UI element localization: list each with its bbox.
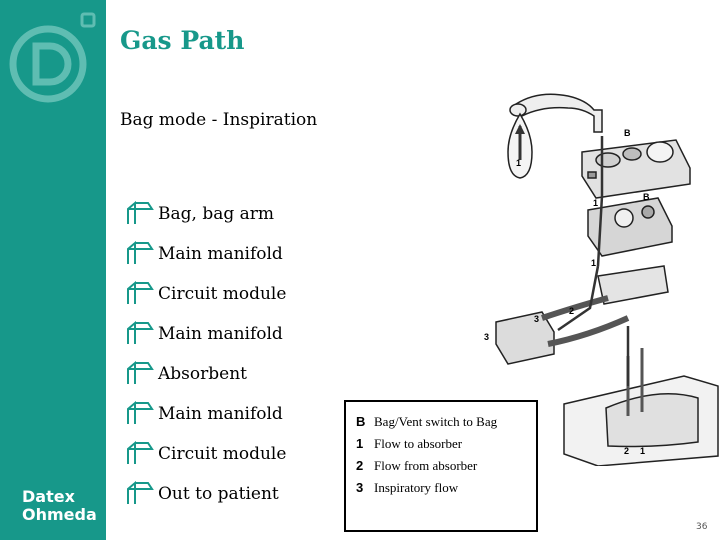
bullet-icon	[127, 480, 154, 504]
bullet-icon	[127, 320, 154, 344]
list-item: Bag, bag arm	[122, 194, 286, 234]
list-item: Circuit module	[122, 274, 286, 314]
diagram-legend: B Bag/Vent switch to Bag 1 Flow to absor…	[344, 400, 538, 532]
brand-line-2: Ohmeda	[22, 505, 97, 524]
list-item-label: Circuit module	[158, 444, 287, 464]
label-bag-1: 1	[516, 158, 521, 168]
flow-arrows	[557, 136, 630, 386]
list-item: Circuit module	[122, 434, 286, 474]
label-module-3b: 3	[484, 332, 489, 342]
list-item: Main manifold	[122, 394, 286, 434]
label-switch-b-mid: B	[643, 192, 650, 202]
gas-path-diagram: 1 B B 1 1 2 3 3 2 1	[484, 93, 719, 466]
bullet-icon	[127, 440, 154, 464]
bullet-icon	[127, 200, 154, 224]
list-item-label: Absorbent	[158, 364, 247, 384]
legend-key: B	[356, 414, 366, 429]
sidebar: Datex Ohmeda	[0, 0, 106, 540]
legend-key: 2	[356, 458, 364, 473]
list-item-label: Main manifold	[158, 324, 283, 344]
main-manifold-upper	[581, 139, 691, 199]
list-item-label: Circuit module	[158, 284, 287, 304]
label-module-2: 2	[569, 306, 574, 316]
legend-text: Bag/Vent switch to Bag	[374, 414, 498, 429]
page-title: Gas Path	[120, 26, 245, 55]
bullet-icon	[127, 400, 154, 424]
list-item: Main manifold	[122, 314, 286, 354]
list-item: Main manifold	[122, 234, 286, 274]
list-item-label: Main manifold	[158, 404, 283, 424]
legend-text: Inspiratory flow	[374, 480, 459, 495]
bullet-icon	[127, 280, 154, 304]
legend-row: 3 Inspiratory flow	[356, 480, 458, 496]
list-item-label: Bag, bag arm	[158, 204, 275, 224]
legend-row: B Bag/Vent switch to Bag	[356, 414, 497, 430]
slide-number: 36	[696, 522, 708, 532]
legend-key: 1	[356, 436, 364, 451]
list-item-label: Main manifold	[158, 244, 283, 264]
brand-line-1: Datex	[22, 487, 75, 506]
page-subtitle: Bag mode - Inspiration	[120, 110, 318, 130]
breathing-bag	[507, 112, 533, 179]
legend-text: Flow to absorber	[374, 436, 463, 451]
lower-module	[495, 265, 669, 365]
bullet-icon	[127, 360, 154, 384]
list-item-label: Out to patient	[158, 484, 279, 504]
list-item: Absorbent	[122, 354, 286, 394]
legend-row: 2 Flow from absorber	[356, 458, 477, 474]
absorber-canister	[563, 348, 719, 466]
gas-path-steps: Bag, bag arm Main manifold Circuit modul…	[122, 194, 286, 514]
datex-ohmeda-logo	[9, 12, 96, 103]
label-absorber-1: 1	[640, 446, 645, 456]
legend-key: 3	[356, 480, 364, 495]
label-module-3a: 3	[534, 314, 539, 324]
legend-row: 1 Flow to absorber	[356, 436, 462, 452]
label-manifold-1a: 1	[593, 198, 598, 208]
circuit-module	[587, 197, 673, 257]
brand-name: Datex Ohmeda	[22, 488, 97, 524]
label-manifold-1b: 1	[591, 258, 596, 268]
list-item: Out to patient	[122, 474, 286, 514]
label-switch-b-top: B	[624, 128, 631, 138]
label-absorber-2: 2	[624, 446, 629, 456]
bullet-icon	[127, 240, 154, 264]
legend-text: Flow from absorber	[374, 458, 478, 473]
